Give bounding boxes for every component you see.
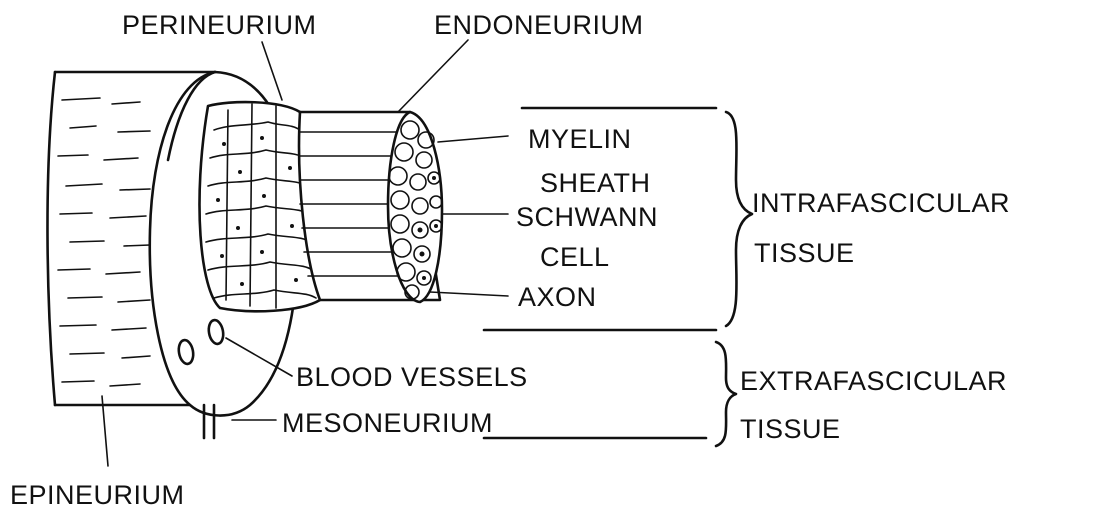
label-myelin-line1: MYELIN xyxy=(528,124,632,154)
label-extrafascicular: EXTRAFASCICULAR xyxy=(740,366,1007,396)
label-endoneurium: ENDONEURIUM xyxy=(434,10,644,40)
label-axon: AXON xyxy=(518,282,597,312)
label-schwann-line1: SCHWANN xyxy=(516,202,658,232)
label-mesoneurium: MESONEURIUM xyxy=(282,408,493,438)
label-perineurium: PERINEURIUM xyxy=(122,10,317,40)
label-intrafascicular-tissue: TISSUE xyxy=(754,238,855,268)
epineurium-leader xyxy=(102,396,108,466)
epineurium-texture xyxy=(58,98,150,386)
myelin-sheath-leader xyxy=(438,136,508,142)
label-blood-vessels: BLOOD VESSELS xyxy=(296,362,528,392)
perineurium-leader xyxy=(262,42,282,100)
axon-leader xyxy=(430,292,508,296)
intrafascicular-brace xyxy=(726,112,752,326)
label-intrafascicular: INTRAFASCICULAR xyxy=(752,188,1010,218)
label-myelin-line2: SHEATH xyxy=(540,168,651,198)
label-epineurium: EPINEURIUM xyxy=(10,480,185,510)
extrafascicular-brace xyxy=(716,342,736,446)
endoneurium-bundle xyxy=(299,112,442,302)
endoneurium-leader xyxy=(398,40,468,112)
label-extrafascicular-tissue: TISSUE xyxy=(740,414,841,444)
label-schwann-line2: CELL xyxy=(540,242,610,272)
